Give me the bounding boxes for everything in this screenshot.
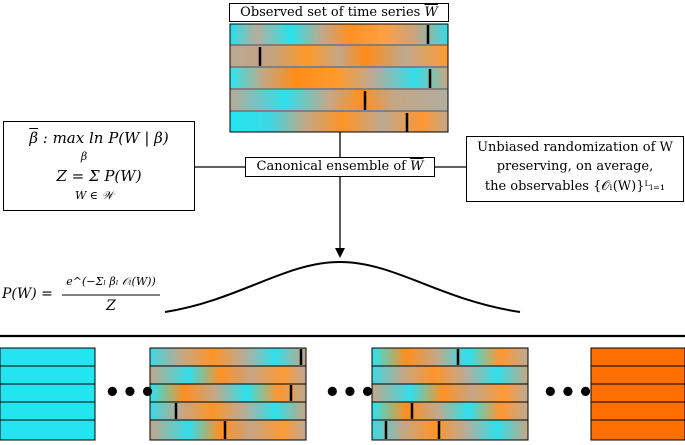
randomization-line1: Unbiased randomization of W <box>477 140 673 155</box>
randomization-box: Unbiased randomization of W preserving, … <box>466 136 684 202</box>
formula-numerator: e^(−Σₗ βₗ 𝒪ₗ(W)) <box>66 275 156 288</box>
sample-heatmap-2 <box>371 347 529 441</box>
all-cyan-block <box>0 347 96 441</box>
randomization-line3: the observables {𝒪ₗ(W)}ᴸₗ₌₁ <box>484 179 666 194</box>
mle-expression: : max ln P(W | β) <box>37 129 169 147</box>
title-text: Observed set of time series <box>240 5 425 20</box>
mle-beta: β <box>29 129 38 147</box>
partition-subscript: W ∈ 𝒲 <box>75 189 113 202</box>
ensemble-text: Canonical ensemble of <box>256 159 411 174</box>
title-box: Observed set of time series W <box>229 3 449 22</box>
title-symbol: W <box>424 5 438 20</box>
arrow-down-icon <box>335 248 345 258</box>
ensemble-symbol: W <box>410 159 424 174</box>
ellipsis-1: ••• <box>104 378 157 408</box>
ellipsis-2: ••• <box>324 378 377 408</box>
sample-heatmap-1 <box>149 347 307 441</box>
formula-denominator: Z <box>106 298 116 314</box>
mle-box: β : max ln P(W | β) β Z = Σ P(W) W ∈ 𝒲 <box>3 121 195 211</box>
bell-curve <box>164 260 521 313</box>
ellipsis-3: ••• <box>542 378 595 408</box>
ensemble-box: Canonical ensemble of W <box>245 157 435 177</box>
connector-lines <box>195 132 466 250</box>
all-orange-block <box>590 347 685 441</box>
mle-subscript: β <box>80 150 88 163</box>
partition-function: Z = Σ P(W) <box>56 167 142 185</box>
randomization-line2: preserving, on average, <box>496 159 654 174</box>
observed-heatmap <box>229 23 449 133</box>
formula-lhs: P(W) = <box>2 286 53 302</box>
